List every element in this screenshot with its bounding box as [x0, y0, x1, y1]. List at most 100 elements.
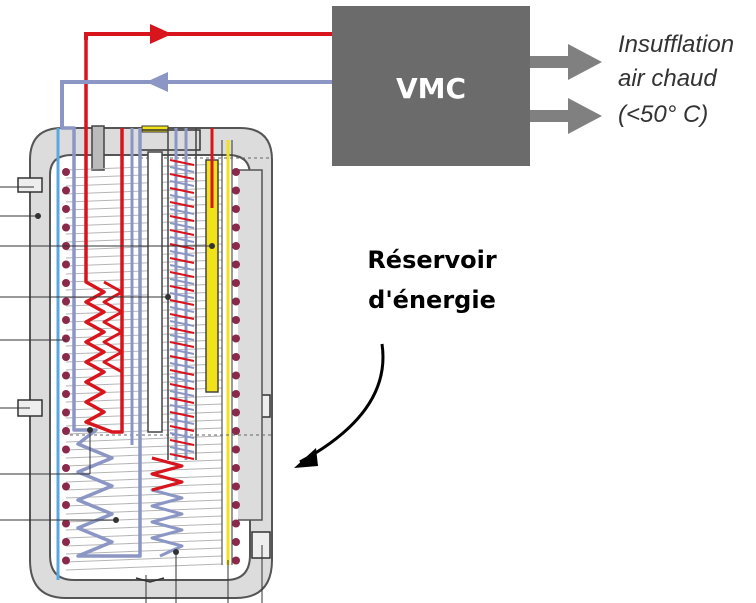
- coil-dot: [232, 297, 240, 306]
- coil-dot: [62, 538, 70, 546]
- coil-dot: [62, 353, 70, 361]
- coil-dot: [62, 168, 70, 176]
- coil-dot: [62, 501, 70, 509]
- hatch-line: [65, 531, 223, 539]
- coil-dot: [232, 390, 240, 398]
- hatch-line: [65, 539, 223, 547]
- coil-dot: [62, 279, 70, 287]
- chain-link: [169, 376, 195, 383]
- chain-link: [169, 299, 195, 306]
- coil-dot: [232, 186, 240, 195]
- coil-dot: [62, 427, 70, 435]
- chain-link: [169, 306, 195, 313]
- chain-link: [169, 383, 195, 390]
- coil-dot: [62, 371, 70, 380]
- coil-dot: [62, 205, 70, 213]
- chain-link: [169, 362, 195, 369]
- leader-dots: [35, 213, 215, 555]
- chain-link: [169, 320, 195, 327]
- output-line-1: Insufflation: [618, 31, 734, 58]
- coil-dot: [232, 408, 240, 417]
- chain-link: [169, 173, 195, 180]
- chain-link: [169, 348, 195, 355]
- coil-dot: [232, 482, 240, 491]
- coil-dot: [62, 186, 70, 195]
- coil-dot: [232, 205, 240, 213]
- chain-link: [169, 334, 195, 341]
- chain-link: [169, 180, 195, 187]
- chain-link: [169, 215, 195, 222]
- coil-dot: [232, 501, 240, 509]
- chain-link: [169, 278, 195, 285]
- coil-dot: [62, 260, 70, 269]
- hatch-line: [65, 475, 223, 483]
- hatch-line: [65, 483, 223, 491]
- chain-link: [169, 453, 195, 460]
- coil-dot: [232, 371, 240, 380]
- hatch-line: [65, 467, 223, 475]
- output-annotation: Insufflation air chaud (<50° C): [618, 31, 734, 128]
- chain-link: [169, 439, 195, 446]
- chain-link: [169, 390, 195, 397]
- hatch-line: [65, 491, 223, 499]
- coil-dot: [232, 168, 240, 176]
- coil-dot: [232, 445, 240, 454]
- chain-link: [169, 285, 195, 292]
- coil-dot: [62, 297, 70, 306]
- chain-link: [169, 418, 195, 425]
- hatch-line: [65, 523, 223, 531]
- vmc-label: VMC: [396, 72, 466, 105]
- chain-link: [169, 208, 195, 215]
- chain-link: [169, 432, 195, 439]
- supply-lines: [60, 24, 332, 128]
- reservoir-line-2: d'énergie: [368, 286, 496, 314]
- hot-arrow-icon: [150, 24, 172, 44]
- chain-link: [169, 446, 195, 453]
- curved-arrow-icon: [299, 343, 385, 464]
- hatch-line: [65, 547, 223, 555]
- coil-dot: [62, 390, 70, 398]
- output-arrows: [530, 44, 602, 134]
- coil-dot: [232, 464, 240, 472]
- vmc-unit: VMC: [332, 6, 530, 166]
- chain-link: [169, 166, 195, 173]
- chain-link: [169, 411, 195, 418]
- chain-link: [169, 355, 195, 362]
- arrow-right-icon: [530, 44, 602, 80]
- coil-dot: [232, 279, 240, 287]
- heating-element: [205, 128, 219, 393]
- chain-link: [169, 292, 195, 299]
- chain-link: [169, 257, 195, 264]
- coil-dot: [232, 223, 240, 232]
- coil-dot: [232, 242, 240, 250]
- coil-dot: [62, 519, 70, 528]
- chain-link: [169, 271, 195, 278]
- chain-link: [169, 369, 195, 376]
- chain-link: [169, 327, 195, 334]
- chain-link: [169, 187, 195, 194]
- chain-link: [169, 404, 195, 411]
- coil-dot: [232, 316, 240, 324]
- coil-dot: [232, 538, 240, 546]
- coil-dot: [232, 353, 240, 361]
- coil-dot: [62, 408, 70, 417]
- chain-link: [169, 222, 195, 229]
- coil-dots: [62, 168, 240, 565]
- coil-dot: [232, 260, 240, 269]
- coil-dot: [62, 482, 70, 491]
- reservoir-line-1: Réservoir: [367, 246, 497, 274]
- coil-dot: [62, 556, 70, 565]
- hatch-line: [65, 507, 223, 515]
- coil-dot: [232, 334, 240, 343]
- chain-link: [169, 313, 195, 320]
- chain-link: [169, 264, 195, 271]
- chain-link: [169, 341, 195, 348]
- leader-lines: [0, 186, 263, 603]
- coil-dot: [62, 223, 70, 232]
- coil-dot: [62, 464, 70, 472]
- arrow-right-icon: [530, 98, 602, 134]
- coil-dot: [232, 556, 240, 565]
- coils: [60, 36, 184, 558]
- chain-link: [169, 194, 195, 201]
